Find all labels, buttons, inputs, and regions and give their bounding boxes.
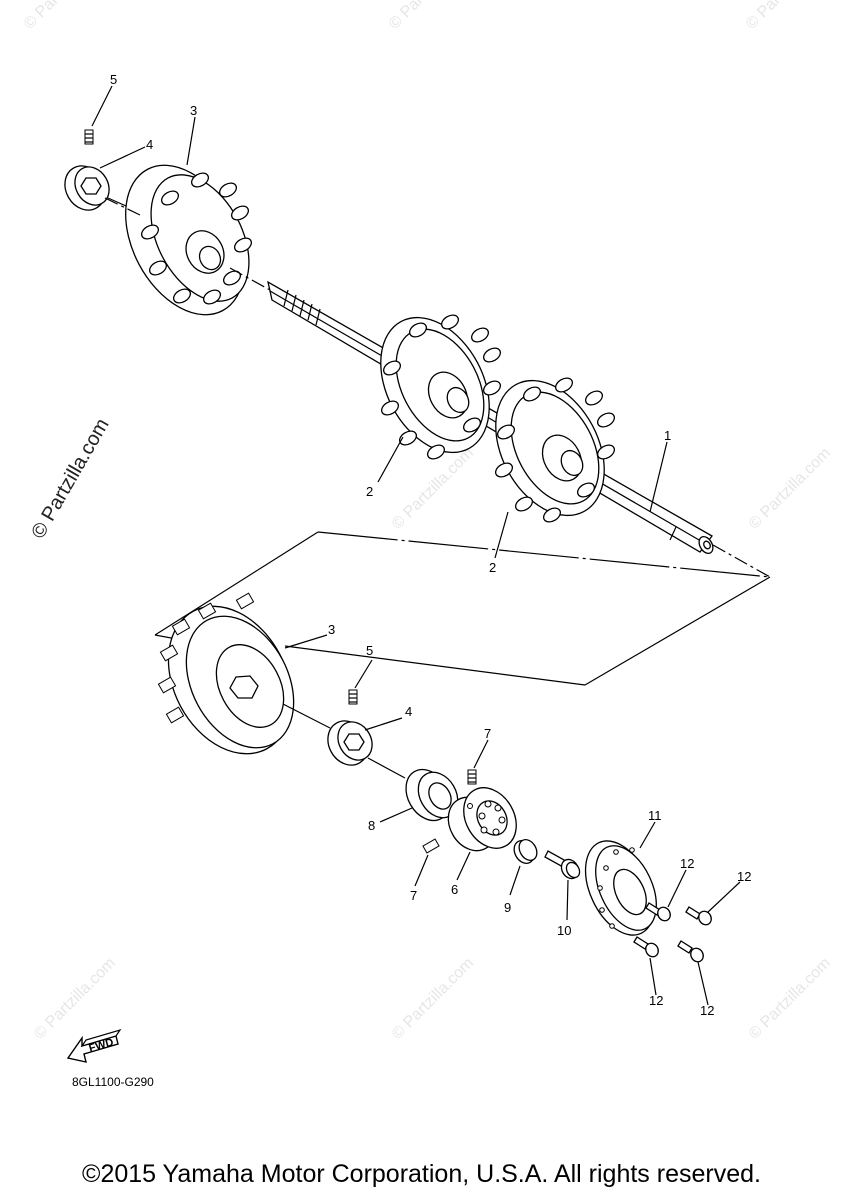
- leader-lines-upper: [91, 85, 668, 559]
- callout-label: 11: [648, 808, 662, 823]
- bearing-housing-part-8: [405, 768, 459, 822]
- fwd-arrow-icon: FWD: [66, 1028, 122, 1063]
- bolt-part-12-d: [677, 940, 704, 963]
- callout-label: 12: [649, 993, 663, 1008]
- callout-label: 1: [664, 428, 671, 443]
- callout-label: 9: [504, 900, 511, 915]
- bolt-part-12-b: [685, 906, 712, 926]
- cover-plate-part-11: [584, 840, 657, 936]
- callout-label: 12: [737, 869, 751, 884]
- callout-label: 4: [405, 704, 412, 719]
- lower-assembly: [157, 592, 741, 1006]
- callout-label: 5: [110, 72, 117, 87]
- callout-label: 10: [557, 923, 571, 938]
- callout-label: 2: [489, 560, 496, 575]
- diagram-code: 8GL1100-G290: [72, 1075, 154, 1089]
- callout-label: 3: [328, 622, 335, 637]
- callout-label: 12: [680, 856, 694, 871]
- callout-label: 3: [190, 103, 197, 118]
- set-screw-part-7-upper: [467, 769, 477, 785]
- wheel-part-3-lower: [157, 592, 295, 755]
- leader-line: [367, 757, 406, 779]
- leader-line: [282, 703, 331, 729]
- callout-label: 4: [146, 137, 153, 152]
- callout-label: 6: [451, 882, 458, 897]
- nut-part-9: [513, 839, 538, 864]
- callout-label: 5: [366, 643, 373, 658]
- alignment-lines: [104, 197, 771, 578]
- set-screw-part-5-top: [84, 129, 94, 145]
- watermark-text: © Partzilla.com: [746, 445, 834, 533]
- sprocket-part-2-right: [494, 377, 616, 523]
- callout-label: 7: [410, 888, 417, 903]
- watermark-text: © Partzilla.com: [21, 0, 109, 33]
- set-screw-part-7-lower: [422, 838, 440, 854]
- callout-numbers: 5 4 3 1 2 2 3 5 4 7 8 7 6 9 10 11 12 12 …: [110, 72, 751, 1018]
- faint-watermarks: © Partzilla.com © Partzilla.com © Partzi…: [21, 0, 834, 1043]
- bearing-part-6: [447, 787, 517, 852]
- drive-shaft-part-1: [267, 280, 714, 555]
- callout-label: 2: [366, 484, 373, 499]
- leader-lines-lower: [284, 634, 741, 1006]
- watermark-text: © Partzilla.com: [746, 955, 834, 1043]
- collar-part-4-lower: [327, 720, 373, 766]
- watermark-text: © Partzilla.com: [743, 0, 831, 33]
- collar-part-4-top: [64, 165, 110, 211]
- bolt-part-12-c: [633, 936, 659, 958]
- callout-label: 7: [484, 726, 491, 741]
- bolt-part-10: [544, 850, 581, 880]
- watermark-text: © Partzilla.com: [386, 0, 474, 33]
- callout-label: 8: [368, 818, 375, 833]
- sprocket-part-2-middle: [380, 314, 502, 460]
- wheel-part-3-top: [125, 164, 253, 316]
- watermark-text: © Partzilla.com: [31, 955, 119, 1043]
- copyright-notice: ©2015 Yamaha Motor Corporation, U.S.A. A…: [82, 1160, 761, 1188]
- drive-axle-assembly: [64, 85, 771, 578]
- set-screw-part-5-lower: [348, 689, 358, 705]
- callout-label: 12: [700, 1003, 714, 1018]
- partzilla-watermark: © Partzilla.com: [27, 415, 113, 543]
- bolt-part-12-a: [645, 902, 671, 922]
- watermark-text: © Partzilla.com: [389, 955, 477, 1043]
